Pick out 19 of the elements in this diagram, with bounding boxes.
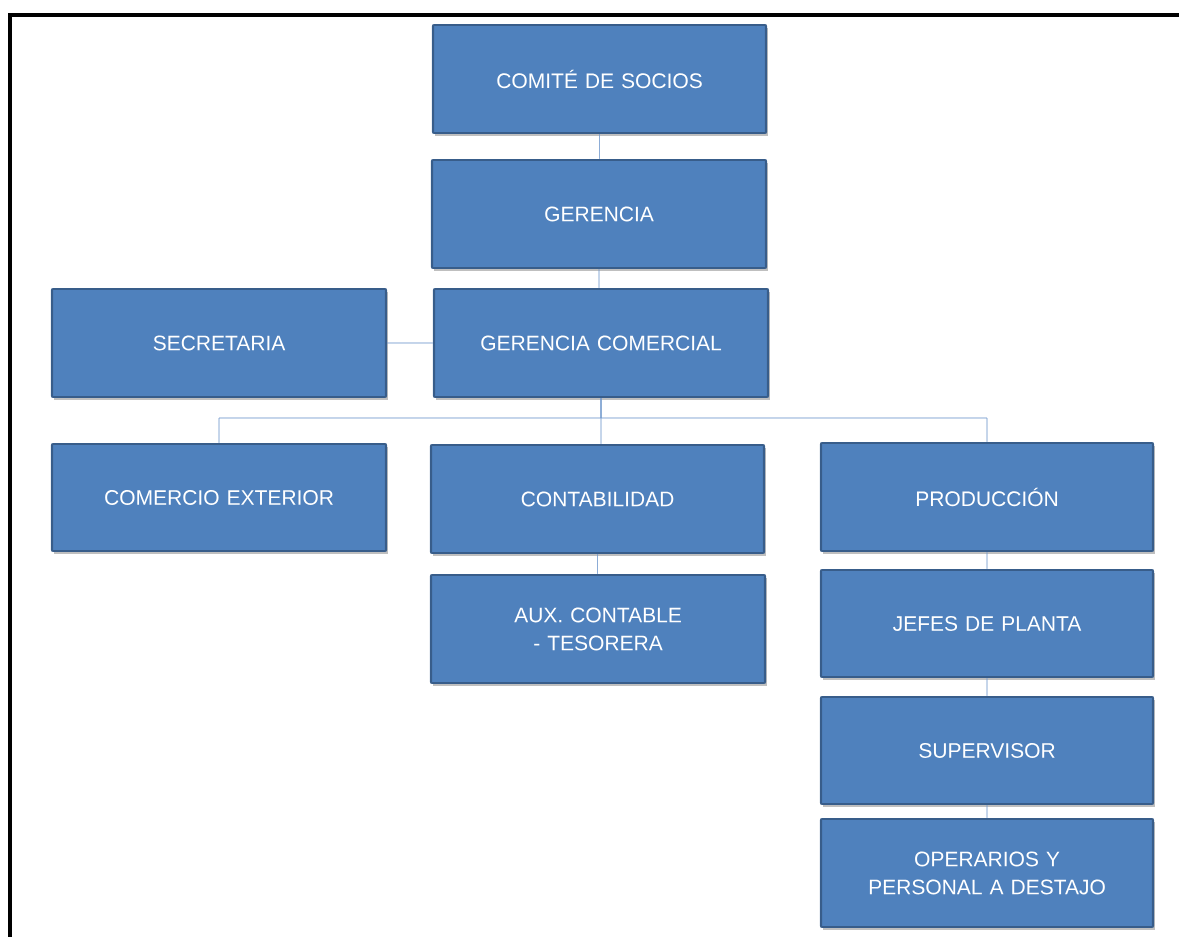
org-box: GERENCIA COMERCIAL bbox=[432, 287, 770, 400]
connector-line bbox=[386, 342, 434, 344]
org-box: AUX. CONTABLE - TESORERA bbox=[429, 573, 767, 686]
connector-line bbox=[599, 133, 600, 160]
connector-line bbox=[986, 804, 988, 819]
connector-line bbox=[986, 551, 988, 570]
connector-line bbox=[600, 397, 988, 443]
org-box: COMERCIO EXTERIOR bbox=[50, 442, 388, 554]
org-box: COMITÉ DE SOCIOS bbox=[431, 23, 768, 136]
org-box: SECRETARIA bbox=[50, 287, 388, 400]
org-box: JEFES DE PLANTA bbox=[819, 568, 1155, 680]
org-box: OPERARIOS Y PERSONAL A DESTAJO bbox=[819, 817, 1155, 930]
connector-line bbox=[598, 268, 600, 289]
connector-line bbox=[597, 553, 598, 575]
org-box: CONTABILIDAD bbox=[429, 443, 766, 556]
org-box: SUPERVISOR bbox=[819, 695, 1155, 807]
org-box: PRODUCCIÓN bbox=[819, 441, 1155, 554]
connector-line bbox=[986, 677, 988, 697]
org-box: GERENCIA bbox=[430, 158, 768, 271]
